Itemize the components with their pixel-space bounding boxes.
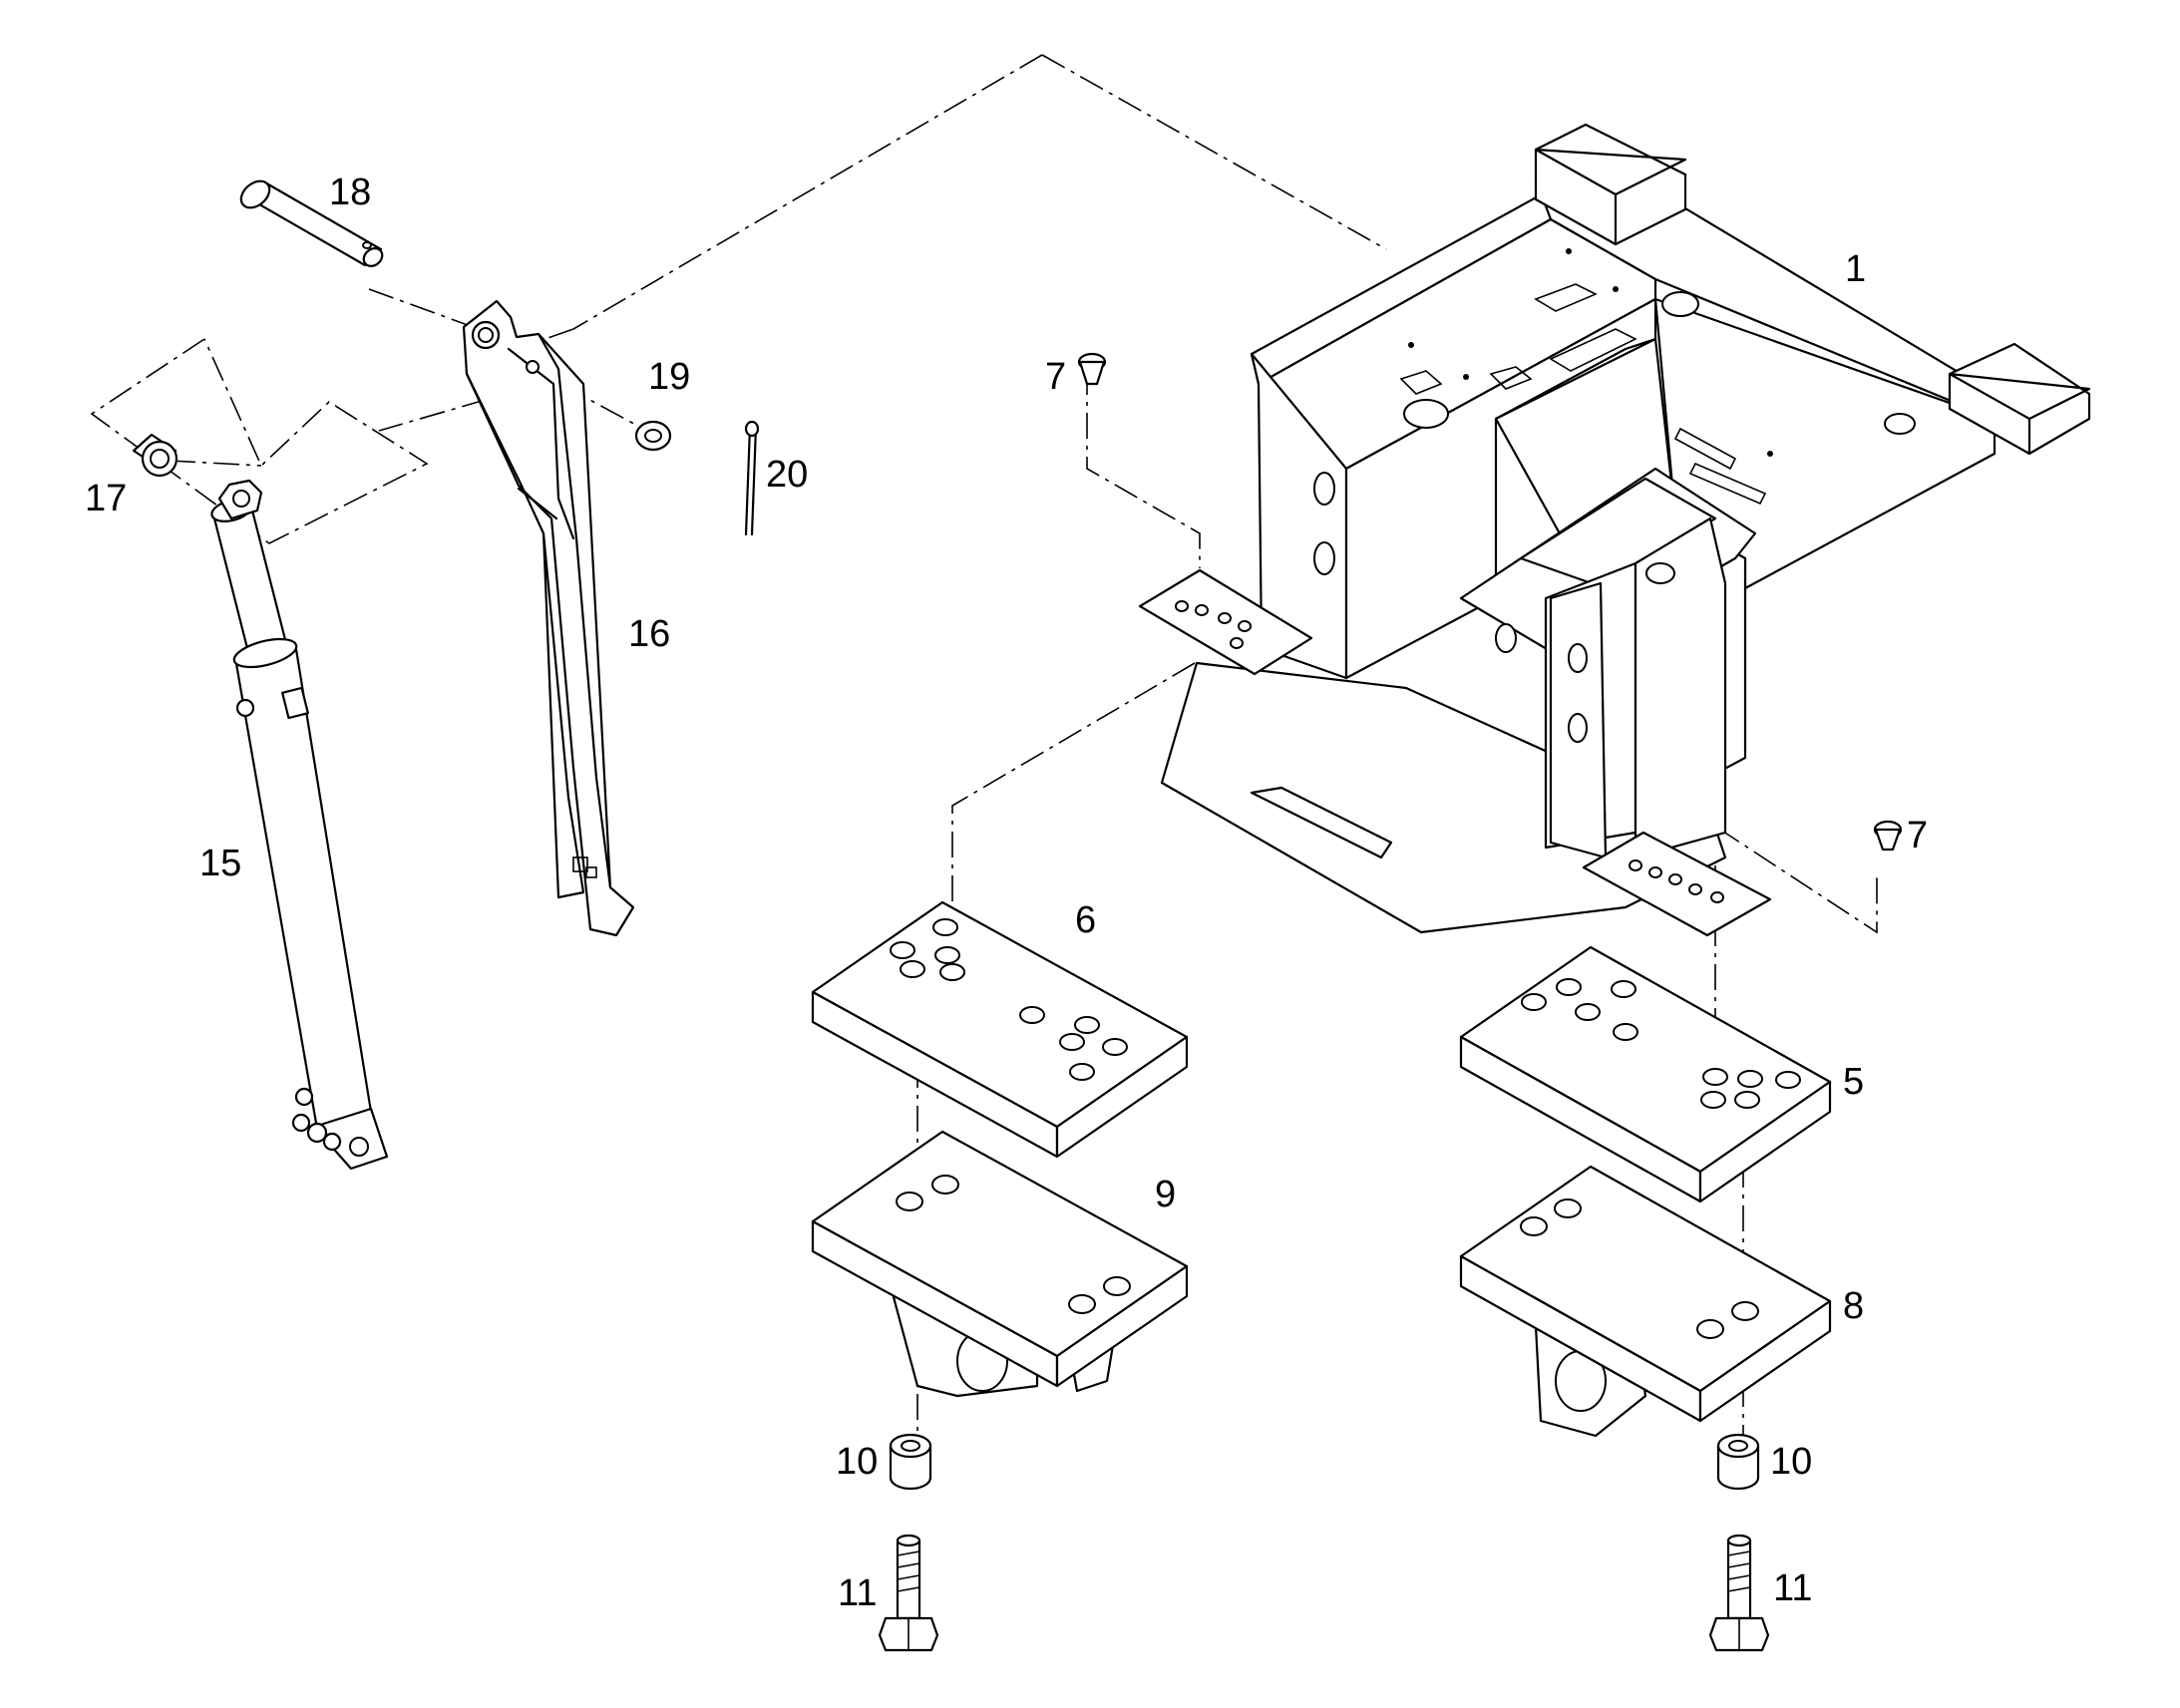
part-18-pin [239,179,384,267]
callout-11-left: 11 [838,1572,877,1614]
callout-16: 16 [628,613,670,655]
part-8-pad [1459,1165,1832,1438]
part-20-cotter-pin [744,420,760,536]
callout-7-right: 7 [1907,815,1928,856]
callout-1: 1 [1845,248,1866,290]
callout-5: 5 [1843,1061,1864,1103]
callouts: 1 5 6 7 7 8 9 10 10 11 11 15 16 17 18 19… [85,171,1928,1614]
part-6-plate [811,900,1189,1159]
frame-right-tab [1582,831,1772,937]
part-11-bolt-left [878,1534,939,1652]
part-10-washer-right [1716,1433,1760,1491]
part-10-washer-left [889,1433,932,1491]
part-11-bolt-right [1708,1534,1770,1652]
part-1-frame [1160,123,2091,934]
part-5-plate [1459,945,1832,1203]
callout-20: 20 [766,454,808,496]
callout-9: 9 [1155,1174,1176,1215]
part-15-cylinder [210,479,389,1171]
part-16-arm [462,299,635,937]
callout-18: 18 [329,171,371,213]
callout-17: 17 [85,478,127,519]
callout-19: 19 [648,356,690,398]
frame-left-tab [1138,568,1313,676]
part-7-plug-left [1077,352,1107,386]
callout-8: 8 [1843,1285,1864,1327]
callout-6: 6 [1075,899,1096,941]
part-7-plug-right [1873,820,1903,852]
part-17-bushing [132,433,179,478]
callout-10-right: 10 [1770,1441,1812,1483]
callout-15: 15 [199,843,241,884]
part-19-washer [634,420,672,452]
callout-11-right: 11 [1773,1567,1812,1609]
callout-10-left: 10 [836,1441,878,1483]
callout-7-left: 7 [1045,356,1066,398]
part-9-pad [811,1130,1189,1398]
